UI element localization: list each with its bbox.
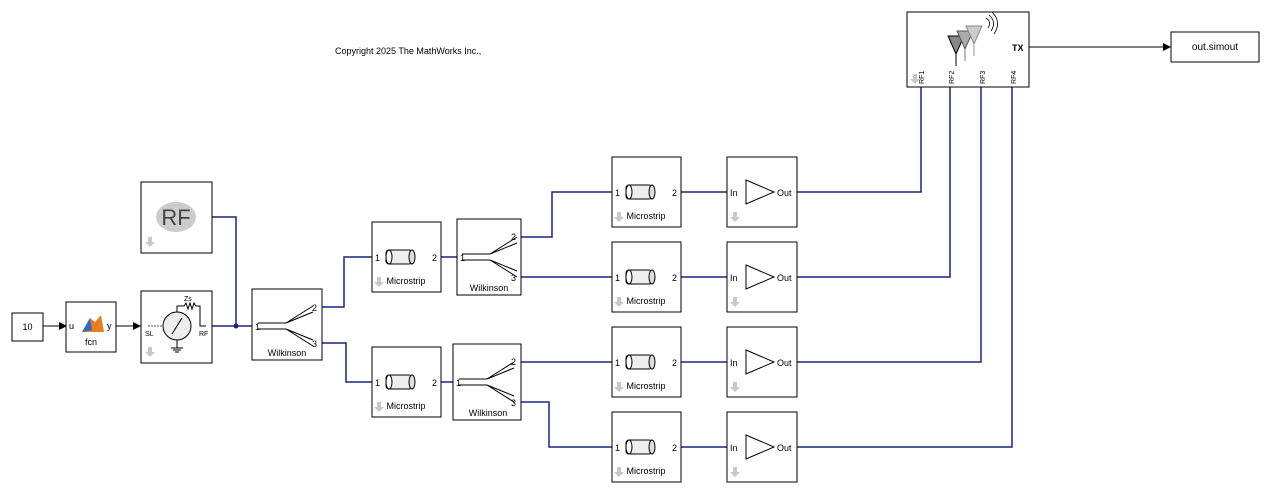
svg-text:1: 1 bbox=[375, 253, 380, 263]
matlab-icon bbox=[82, 315, 104, 332]
microstrip-block-b[interactable]: 1 2 Microstrip bbox=[371, 346, 442, 418]
svg-text:1: 1 bbox=[456, 378, 461, 388]
source-z-label: Zs bbox=[184, 296, 192, 303]
svg-text:2: 2 bbox=[511, 232, 516, 242]
antenna-array-block[interactable]: TX RF1 RF2 RF3 RF4 bbox=[906, 11, 1030, 88]
wilkinson-label: Wilkinson bbox=[470, 283, 509, 293]
tx-label: TX bbox=[1012, 43, 1024, 53]
svg-text:Microstrip: Microstrip bbox=[626, 466, 665, 476]
microstrip-icon bbox=[385, 249, 416, 265]
microstrip-icon bbox=[625, 439, 656, 455]
rf-badge-icon bbox=[156, 202, 196, 232]
rf-config-block[interactable]: RF bbox=[140, 181, 213, 254]
svg-text:2: 2 bbox=[672, 443, 677, 453]
wilkinson-block-1[interactable]: 1 2 3 Wilkinson bbox=[251, 288, 323, 361]
svg-text:Out: Out bbox=[777, 358, 792, 368]
svg-text:Microstrip: Microstrip bbox=[626, 296, 665, 306]
svg-text:3: 3 bbox=[511, 398, 516, 408]
amplifier-block-4[interactable]: In Out bbox=[726, 411, 798, 483]
svg-text:Out: Out bbox=[777, 443, 792, 453]
microstrip-icon bbox=[625, 269, 656, 285]
microstrip-block-a[interactable]: 1 2 Microstrip bbox=[371, 221, 442, 293]
svg-text:2: 2 bbox=[672, 273, 677, 283]
constant-block[interactable]: 10 bbox=[11, 312, 44, 342]
amplifier-icon bbox=[745, 264, 776, 290]
svg-text:2: 2 bbox=[432, 253, 437, 263]
microstrip-label: Microstrip bbox=[386, 401, 425, 411]
microstrip-label: Microstrip bbox=[386, 276, 425, 286]
svg-text:1: 1 bbox=[615, 443, 620, 453]
svg-text:1: 1 bbox=[255, 322, 260, 332]
microstrip-block-1[interactable]: 1 2 Microstrip bbox=[611, 156, 682, 228]
microstrip-block-2[interactable]: 1 2 Microstrip bbox=[611, 241, 682, 313]
wilkinson-label: Wilkinson bbox=[469, 408, 508, 418]
svg-text:2: 2 bbox=[511, 357, 516, 367]
constant-value: 10 bbox=[22, 322, 32, 332]
rf-badge-label: RF bbox=[161, 205, 190, 230]
svg-text:In: In bbox=[730, 358, 738, 368]
wilkinson-block-2[interactable]: 1 2 3 Wilkinson bbox=[456, 218, 522, 296]
amplifier-block-1[interactable]: In Out bbox=[726, 156, 798, 228]
amplifier-block-2[interactable]: In Out bbox=[726, 241, 798, 313]
fcn-out-port: y bbox=[107, 321, 112, 331]
microstrip-icon bbox=[625, 184, 656, 200]
microstrip-block-3[interactable]: 1 2 Microstrip bbox=[611, 326, 682, 398]
port-rf2: RF2 bbox=[949, 71, 956, 84]
port-rf3: RF3 bbox=[980, 71, 987, 84]
port-rf1: RF1 bbox=[919, 71, 926, 84]
signal-wires bbox=[212, 87, 1013, 448]
svg-text:Out: Out bbox=[777, 188, 792, 198]
svg-text:3: 3 bbox=[511, 273, 516, 283]
amplifier-icon bbox=[745, 179, 776, 205]
amplifier-icon bbox=[745, 349, 776, 375]
svg-text:Microstrip: Microstrip bbox=[626, 381, 665, 391]
wilkinson-block-3[interactable]: 1 2 3 Wilkinson bbox=[452, 343, 522, 421]
svg-text:2: 2 bbox=[672, 358, 677, 368]
source-left-label: SL bbox=[145, 331, 154, 338]
microstrip-icon bbox=[625, 354, 656, 370]
svg-text:Microstrip: Microstrip bbox=[626, 211, 665, 221]
source-icon bbox=[148, 301, 206, 353]
microstrip-icon bbox=[385, 374, 416, 390]
to-workspace-block[interactable]: out.simout bbox=[1170, 31, 1260, 63]
svg-text:In: In bbox=[730, 188, 738, 198]
black-wires bbox=[43, 43, 1171, 330]
wilkinson-label: Wilkinson bbox=[268, 348, 307, 358]
svg-text:In: In bbox=[730, 273, 738, 283]
svg-text:3: 3 bbox=[312, 339, 317, 349]
rf-source-block[interactable]: Zs SL RF bbox=[140, 290, 213, 364]
port-rf4: RF4 bbox=[1011, 71, 1018, 84]
svg-text:1: 1 bbox=[615, 273, 620, 283]
svg-text:1: 1 bbox=[615, 188, 620, 198]
out-simout-label: out.simout bbox=[1192, 42, 1238, 53]
svg-text:2: 2 bbox=[312, 303, 317, 313]
copyright-text: Copyright 2025 The MathWorks Inc., bbox=[335, 46, 481, 56]
fcn-label: fcn bbox=[85, 337, 97, 347]
antenna-array-icon bbox=[947, 11, 998, 66]
amplifier-block-3[interactable]: In Out bbox=[726, 326, 798, 398]
microstrip-block-4[interactable]: 1 2 Microstrip bbox=[611, 411, 682, 483]
fcn-in-port: u bbox=[69, 321, 74, 331]
svg-text:In: In bbox=[730, 443, 738, 453]
svg-text:2: 2 bbox=[432, 378, 437, 388]
svg-text:1: 1 bbox=[615, 358, 620, 368]
amplifier-icon bbox=[745, 434, 776, 460]
svg-text:2: 2 bbox=[672, 188, 677, 198]
svg-text:1: 1 bbox=[460, 253, 465, 263]
svg-text:Out: Out bbox=[777, 273, 792, 283]
fcn-block[interactable]: u y fcn bbox=[65, 301, 117, 353]
source-right-label: RF bbox=[199, 331, 208, 338]
svg-text:1: 1 bbox=[375, 378, 380, 388]
